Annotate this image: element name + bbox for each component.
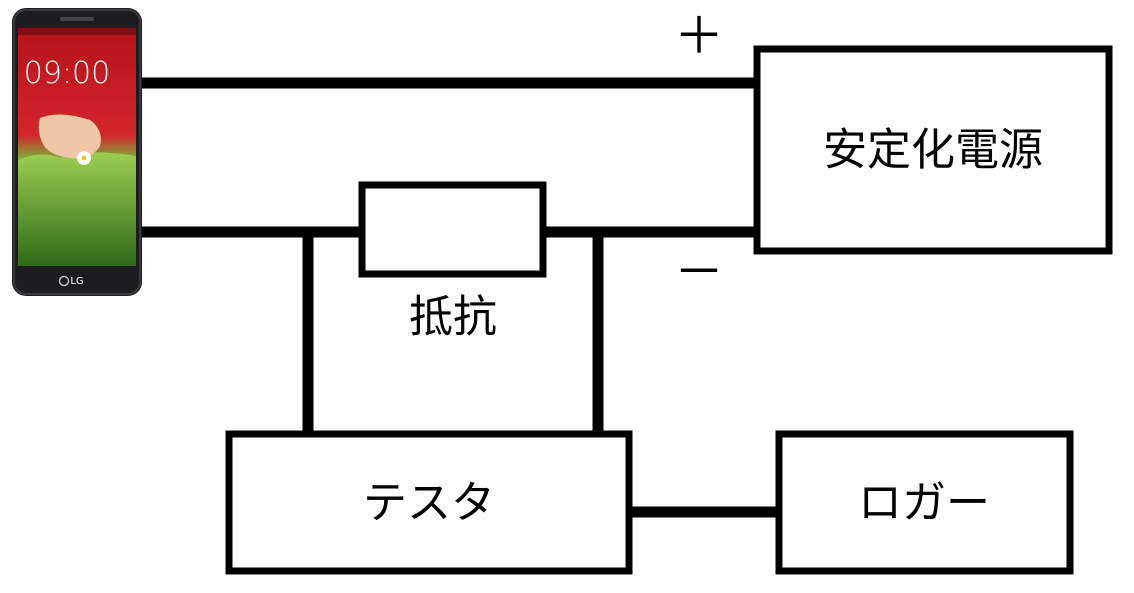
phone-grass <box>18 152 136 266</box>
tester-box <box>225 430 633 575</box>
smartphone-image: 09:00 LG <box>12 8 142 296</box>
phone-brand: LG <box>70 276 83 287</box>
phone-brand-logo <box>58 275 70 287</box>
resistor-box <box>358 181 547 278</box>
tester-label: テスタ <box>363 478 495 529</box>
resistor-label: 抵抗 <box>409 292 497 343</box>
phone-status-bar <box>18 28 136 35</box>
minus-sign: － <box>674 243 724 301</box>
power-supply-label: 安定化電源 <box>823 125 1043 176</box>
phone-speaker <box>60 17 94 21</box>
phone-clock: 09:00 <box>24 56 110 91</box>
power-supply-box <box>753 45 1113 255</box>
phone-flower-center <box>81 155 87 161</box>
phone-hand <box>38 114 101 159</box>
logger-box <box>775 430 1074 575</box>
logger-label: ロガー <box>858 478 990 529</box>
phone-edge-highlight <box>13 9 141 295</box>
plus-sign: ＋ <box>674 7 724 65</box>
